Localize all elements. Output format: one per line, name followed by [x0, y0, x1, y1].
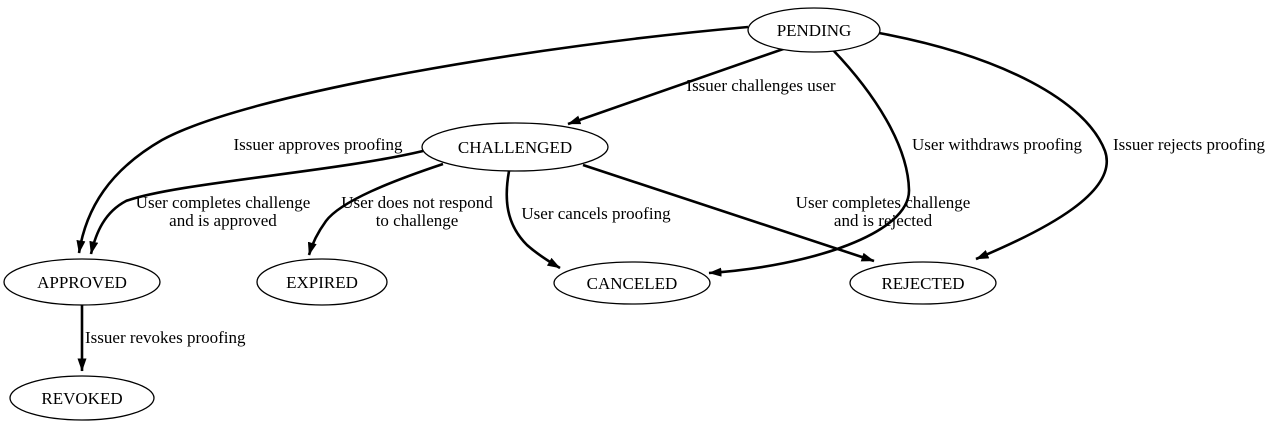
edge-label-does-not-respond-line1: User does not respond [341, 193, 493, 212]
state-ellipse-pending [747, 7, 881, 53]
state-node-challenged: CHALLENGED [421, 122, 609, 172]
state-label-revoked: REVOKED [41, 389, 122, 408]
edge-label-issuer-revokes-proofing: Issuer revokes proofing [85, 328, 246, 347]
edge-pending-canceled [708, 49, 911, 277]
state-label-canceled: CANCELED [587, 274, 678, 293]
state-label-rejected: REJECTED [881, 274, 964, 293]
edge-label-completes-challenge-approved-line1: User completes challenge [136, 193, 311, 212]
edge-label-completes-challenge-approved-line2: and is approved [169, 211, 277, 230]
state-ellipse-revoked [9, 375, 155, 421]
state-node-pending: PENDING [747, 7, 881, 53]
state-label-pending: PENDING [777, 21, 852, 40]
edge-challenged-rejected [582, 163, 875, 263]
edges-layer [76, 25, 1108, 372]
state-node-revoked: REVOKED [9, 375, 155, 421]
state-ellipse-expired [256, 258, 388, 306]
edge-label-issuer-challenges-user: Issuer challenges user [686, 76, 836, 95]
edge-challenged-canceled [505, 170, 561, 270]
edge-label-user-withdraws-proofing: User withdraws proofing [912, 135, 1082, 154]
state-label-expired: EXPIRED [286, 273, 358, 292]
edge-label-completes-challenge-rejected-line1: User completes challenge [796, 193, 971, 212]
edge-label-does-not-respond-line2: to challenge [376, 211, 459, 230]
edge-pending-rejected [878, 31, 1108, 261]
edge-label-issuer-approves-proofing: Issuer approves proofing [233, 135, 403, 154]
edge-challenged-approved [89, 149, 424, 255]
edge-labels-layer: Issuer challenges user Issuer approves p… [85, 76, 1265, 347]
state-ellipse-approved [3, 258, 161, 306]
state-ellipse-challenged [421, 122, 609, 172]
edge-label-user-cancels-proofing: User cancels proofing [521, 204, 671, 223]
state-label-challenged: CHALLENGED [458, 138, 572, 157]
state-label-approved: APPROVED [37, 273, 127, 292]
edge-challenged-expired [307, 162, 444, 256]
state-node-canceled: CANCELED [553, 261, 711, 305]
edge-pending-approved [76, 25, 749, 254]
edge-pending-challenged [567, 45, 790, 126]
edge-label-issuer-rejects-proofing: Issuer rejects proofing [1113, 135, 1266, 154]
state-node-rejected: REJECTED [849, 261, 997, 305]
state-node-approved: APPROVED [3, 258, 161, 306]
nodes-layer: PENDING CHALLENGED APPROVED EXPIRED CANC… [3, 7, 997, 421]
state-ellipse-canceled [553, 261, 711, 305]
state-node-expired: EXPIRED [256, 258, 388, 306]
state-ellipse-rejected [849, 261, 997, 305]
edge-label-completes-challenge-rejected-line2: and is rejected [834, 211, 933, 230]
